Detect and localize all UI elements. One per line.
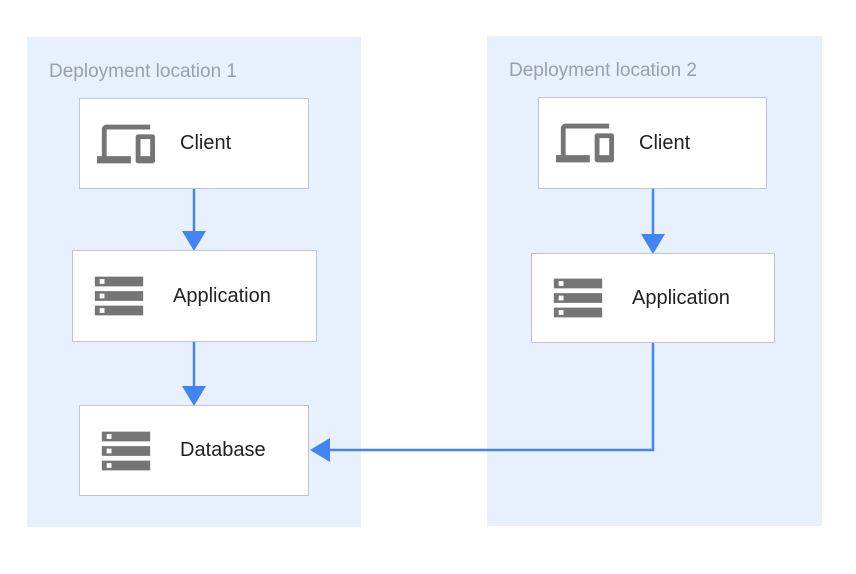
node-label: Client <box>639 131 691 154</box>
panel-title-1: Deployment location 1 <box>49 61 237 82</box>
devices-icon <box>556 114 614 172</box>
node-application-1: Application <box>72 250 317 342</box>
devices-icon <box>97 115 155 173</box>
storage-icon <box>97 422 155 480</box>
node-application-2: Application <box>531 253 775 343</box>
node-label: Client <box>180 132 232 154</box>
node-label: Database <box>180 439 266 461</box>
storage-icon <box>549 269 607 327</box>
node-client-2: Client <box>538 97 767 189</box>
node-database-1: Database <box>79 405 309 496</box>
node-client-1: Client <box>79 98 309 189</box>
storage-icon <box>90 267 148 325</box>
node-label: Application <box>173 284 271 307</box>
node-label: Application <box>632 286 730 309</box>
panel-title-2: Deployment location 2 <box>509 60 697 81</box>
